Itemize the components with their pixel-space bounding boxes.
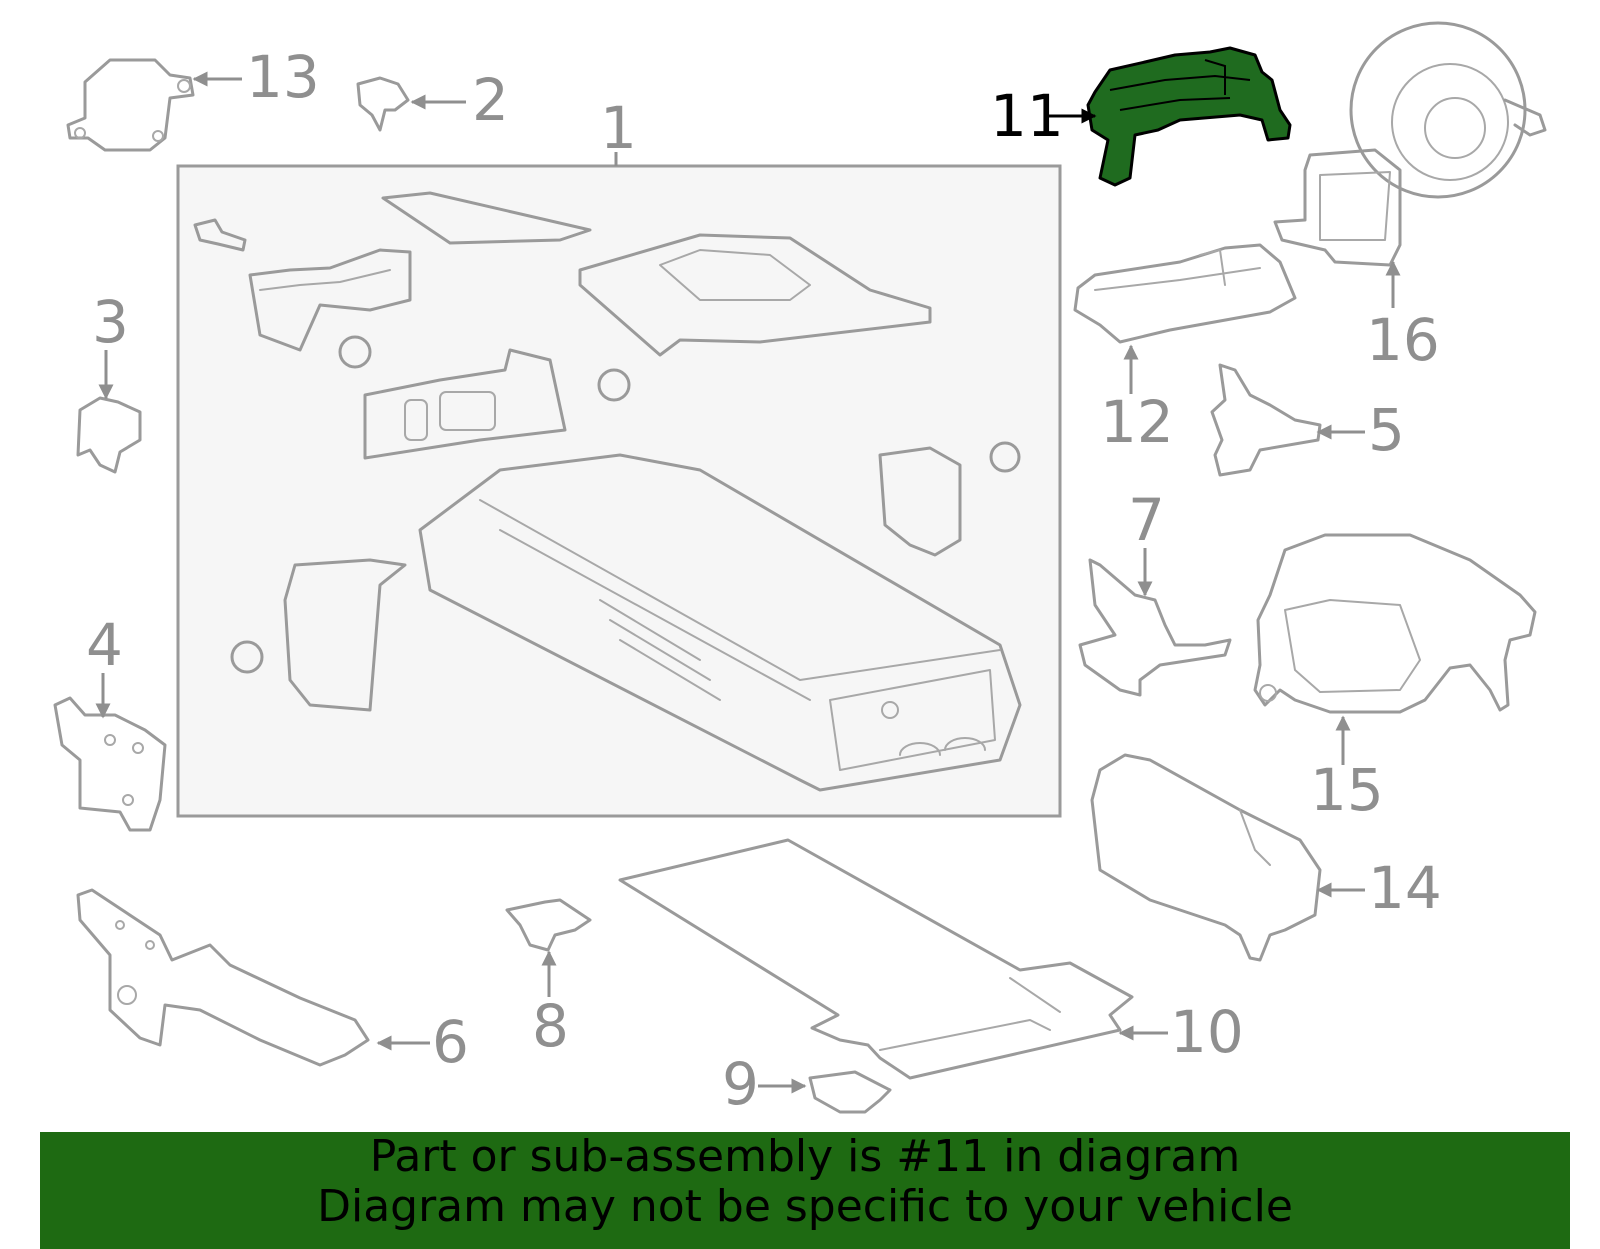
callout-10[interactable]: 10 [1170, 998, 1244, 1066]
callout-6[interactable]: 6 [432, 1008, 469, 1076]
leader-lines [95, 71, 1401, 1094]
callout-12[interactable]: 12 [1100, 388, 1174, 456]
callout-5[interactable]: 5 [1368, 396, 1405, 464]
assembly-frame [176, 164, 1062, 818]
part-5-shape [1210, 363, 1322, 477]
battery-assembly-group [176, 164, 1062, 818]
callout-7[interactable]: 7 [1128, 486, 1165, 554]
callout-8[interactable]: 8 [532, 992, 569, 1060]
callout-labels: 1 2 3 4 5 6 7 8 9 10 11 12 13 14 15 16 [86, 43, 1442, 1118]
banner-line-part-number: Part or sub-assembly is #11 in diagram [369, 1131, 1241, 1182]
info-banner: Part or sub-assembly is #11 in diagram D… [40, 1132, 1570, 1249]
part-11-shape [1086, 46, 1292, 187]
callout-2[interactable]: 2 [472, 66, 509, 134]
part-3-shape [76, 396, 142, 474]
callout-4[interactable]: 4 [86, 611, 123, 679]
callout-14[interactable]: 14 [1368, 854, 1442, 922]
part-8-shape [505, 898, 592, 952]
callout-11[interactable]: 11 [990, 82, 1064, 150]
callout-3[interactable]: 3 [92, 288, 129, 356]
part-15-shape [1253, 533, 1537, 714]
callout-15[interactable]: 15 [1310, 756, 1384, 824]
part-2-shape [356, 76, 410, 132]
callout-13[interactable]: 13 [246, 43, 320, 111]
part-13-shape [66, 58, 195, 152]
callout-16[interactable]: 16 [1366, 306, 1440, 374]
callout-9[interactable]: 9 [722, 1050, 759, 1118]
part-16-shape [1273, 21, 1547, 267]
part-7-shape [1078, 558, 1232, 697]
part-4-shape [53, 696, 167, 832]
part-9-shape [808, 1070, 892, 1114]
part-14-shape [1090, 753, 1322, 962]
part-12-shape [1073, 243, 1297, 344]
callout-1[interactable]: 1 [600, 94, 637, 162]
part-6-shape [76, 888, 370, 1067]
part-10-shape [618, 838, 1134, 1080]
banner-line-disclaimer: Diagram may not be specific to your vehi… [317, 1181, 1293, 1232]
